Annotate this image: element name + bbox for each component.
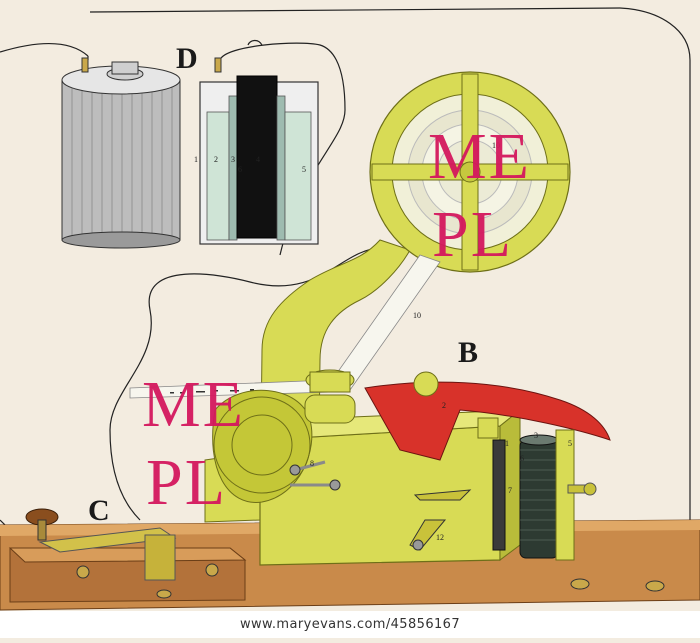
part-number-screw: 7: [508, 486, 512, 495]
part-number-wheel: 8: [310, 459, 314, 468]
image-credit: www.maryevans.com/45856167: [0, 611, 700, 638]
part-number-cell-3: 3: [231, 155, 235, 164]
terminals: [156, 578, 665, 599]
body-fittings: [289, 460, 472, 551]
battery-cylinder: [61, 57, 181, 249]
part-number-tape: 10: [413, 311, 421, 320]
watermark-bottom-line1: ME: [142, 368, 245, 441]
part-number-coil-b: 5: [568, 439, 572, 448]
watermark-top-line2: PL: [432, 198, 514, 271]
red-lever: [364, 381, 611, 461]
part-number-cell-5: 5: [302, 165, 306, 174]
label-d: D: [176, 42, 198, 75]
watermark-bottom-line2: PL: [146, 446, 228, 519]
telegraph-key: [25, 508, 219, 581]
part-number-cell-6: 6: [238, 165, 242, 174]
part-number-lever-a: 2: [442, 401, 446, 410]
part-number-cell-2: 2: [214, 155, 218, 164]
part-number-reel: 10: [492, 141, 500, 150]
part-number-cell-4: 4: [256, 155, 260, 164]
part-number-lever-b: 3: [534, 431, 538, 440]
paper-reel: [369, 71, 571, 273]
part-number-lever-c: 12: [436, 533, 444, 542]
label-b: B: [458, 336, 479, 369]
part-number-cell-1: 1: [194, 155, 198, 164]
battery-section: [199, 57, 319, 245]
electromagnet: [413, 371, 597, 561]
part-number-coil: 6: [520, 454, 524, 463]
part-number-arm: 1: [505, 439, 509, 448]
watermark-top-line1: ME: [428, 120, 531, 193]
label-c: C: [88, 494, 110, 527]
